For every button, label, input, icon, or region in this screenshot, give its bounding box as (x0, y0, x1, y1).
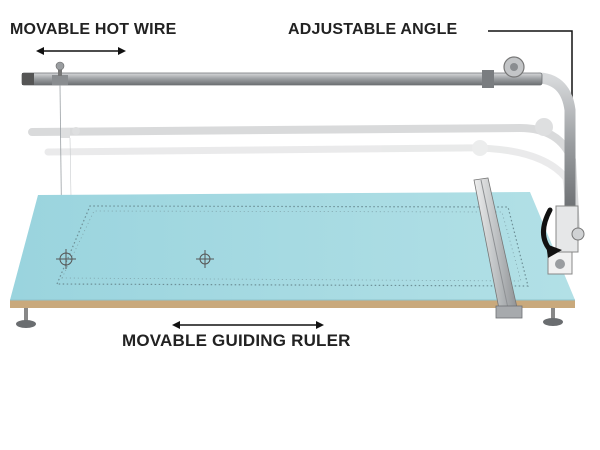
ruler-double-arrow (172, 321, 324, 329)
crosshair-marker-center (196, 250, 214, 268)
foot-right (543, 308, 563, 326)
crosshair-marker-left (56, 249, 76, 269)
angle-bracket (547, 205, 585, 275)
movable-hot-wire-label: MOVABLE HOT WIRE (10, 21, 177, 38)
cutting-board (10, 192, 575, 308)
movable-guiding-ruler-label: MOVABLE GUIDING RULER (122, 331, 351, 350)
foot-left (16, 308, 36, 328)
rotation-arrow (541, 207, 562, 258)
adjustable-angle-label: ADJUSTABLE ANGLE (288, 21, 458, 38)
guiding-ruler (473, 177, 523, 319)
ghost-arm-far (44, 140, 576, 236)
hot-wire-double-arrow (36, 47, 126, 55)
hot-wire-arm (21, 56, 576, 216)
